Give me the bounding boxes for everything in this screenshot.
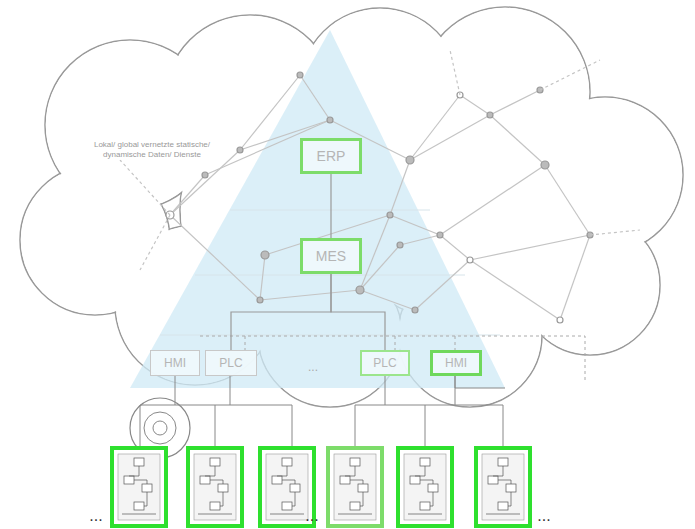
box-label: ERP — [317, 148, 346, 164]
fieldbus-wires — [140, 375, 505, 448]
level-box: ERP — [300, 138, 362, 174]
box-label: MES — [316, 248, 346, 264]
field-devices — [112, 448, 530, 526]
level-box: HMI — [150, 350, 200, 376]
automation-pyramid — [130, 30, 505, 388]
ellipsis: ... — [84, 506, 108, 526]
level-box: MES — [300, 238, 362, 274]
dashed-links — [200, 336, 585, 382]
ellipsis: ... — [532, 506, 556, 526]
level-link — [331, 174, 332, 238]
level-box: HMI — [430, 350, 482, 376]
box-label: HMI — [445, 356, 467, 370]
box-label: HMI — [164, 356, 186, 370]
box-label: PLC — [373, 356, 396, 370]
ellipsis: ... — [298, 360, 328, 375]
connector-layer — [231, 174, 385, 350]
cloud-note: Lokal/ global vernetzte statische/ dynam… — [92, 140, 212, 160]
level-link — [231, 274, 331, 350]
cloud-outline — [20, 7, 683, 407]
level-link — [331, 274, 385, 350]
level-box: PLC — [360, 350, 410, 376]
ellipsis: ... — [300, 506, 324, 526]
level-box: PLC — [205, 350, 257, 376]
network-graph — [120, 50, 640, 323]
box-label: PLC — [219, 356, 242, 370]
